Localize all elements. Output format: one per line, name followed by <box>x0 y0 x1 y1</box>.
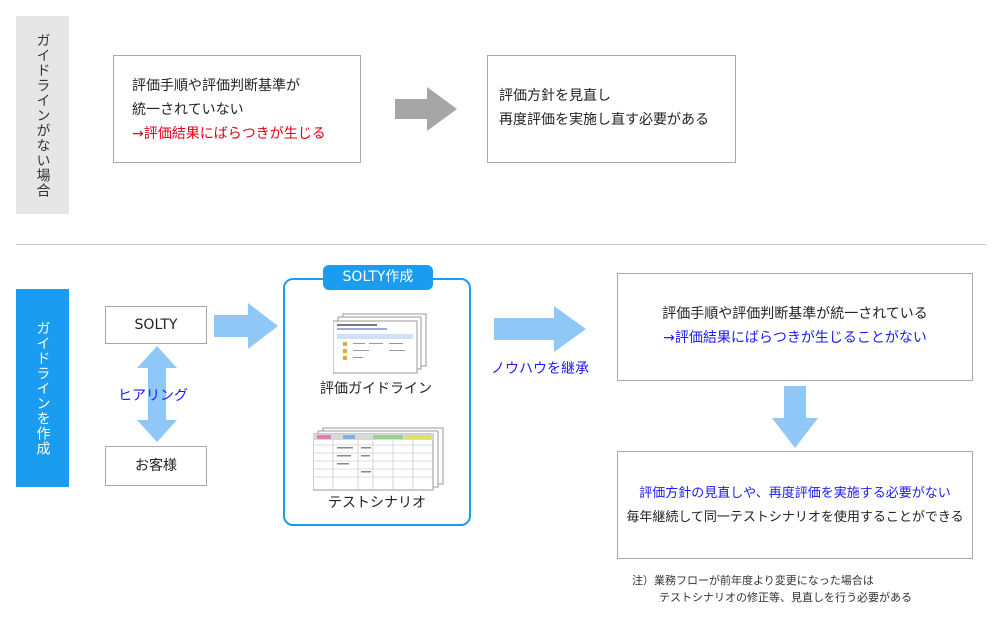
benefit-box: 評価方針の見直しや、再度評価を実施する必要がない 毎年継続して同一テストシナリオ… <box>617 451 973 559</box>
result-box: 評価手順や評価判断基準が統一されている →評価結果にばらつきが生じることがない <box>617 273 973 381</box>
footnote: 注）業務フローが前年度より変更になった場合は テストシナリオの修正等、見直しを行… <box>632 572 912 606</box>
benefit-line-2: 毎年継続して同一テストシナリオを使用することができる <box>626 510 964 525</box>
blue-down-arrow <box>772 386 818 448</box>
test-scenario-label: テストシナリオ <box>328 495 426 511</box>
footnote-line-2: テストシナリオの修正等、見直しを行う必要がある <box>659 591 912 604</box>
result-line-2: →評価結果にばらつきが生じることがない <box>663 330 927 346</box>
solty-box: SOLTY <box>105 306 207 344</box>
footnote-line-1: 注）業務フローが前年度より変更になった場合は <box>632 574 874 587</box>
solty-group-title-text: SOLTY作成 <box>342 269 414 285</box>
problem-line-2: 統一されていない <box>132 102 244 118</box>
blue-right-arrow-1 <box>214 303 278 349</box>
outcome-line-2: 再度評価を実施し直す必要がある <box>499 112 709 128</box>
section-divider <box>16 244 986 245</box>
test-scenario-doc-icon <box>313 427 444 491</box>
customer-label: お客様 <box>135 458 177 474</box>
guideline-doc-label: 評価ガイドライン <box>320 381 432 397</box>
outcome-box: 評価方針を見直し 再度評価を実施し直す必要がある <box>487 55 736 163</box>
knowhow-label: ノウハウを継承 <box>491 361 589 377</box>
solty-label: SOLTY <box>134 317 178 333</box>
gray-right-arrow <box>395 87 457 131</box>
hearing-label: ヒアリング <box>118 388 188 404</box>
create-guideline-band: ガイドラインを作成 <box>16 289 69 487</box>
problem-box: 評価手順や評価判断基準が 統一されていない →評価結果にばらつきが生じる <box>113 55 361 163</box>
outcome-line-1: 評価方針を見直し <box>499 88 611 104</box>
vertical-double-arrow <box>137 346 177 442</box>
guideline-doc-icon <box>333 313 427 374</box>
problem-result: →評価結果にばらつきが生じる <box>132 126 326 142</box>
no-guideline-label: ガイドラインがない場合 <box>34 32 51 198</box>
no-guideline-band: ガイドラインがない場合 <box>16 16 69 214</box>
blue-right-arrow-2 <box>494 306 586 352</box>
customer-box: お客様 <box>105 446 207 486</box>
benefit-line-1: 評価方針の見直しや、再度評価を実施する必要がない <box>639 486 951 501</box>
create-guideline-label: ガイドラインを作成 <box>34 320 51 456</box>
problem-line-1: 評価手順や評価判断基準が <box>132 78 300 94</box>
result-line-1: 評価手順や評価判断基準が統一されている <box>662 306 928 322</box>
solty-group-title: SOLTY作成 <box>323 265 433 290</box>
